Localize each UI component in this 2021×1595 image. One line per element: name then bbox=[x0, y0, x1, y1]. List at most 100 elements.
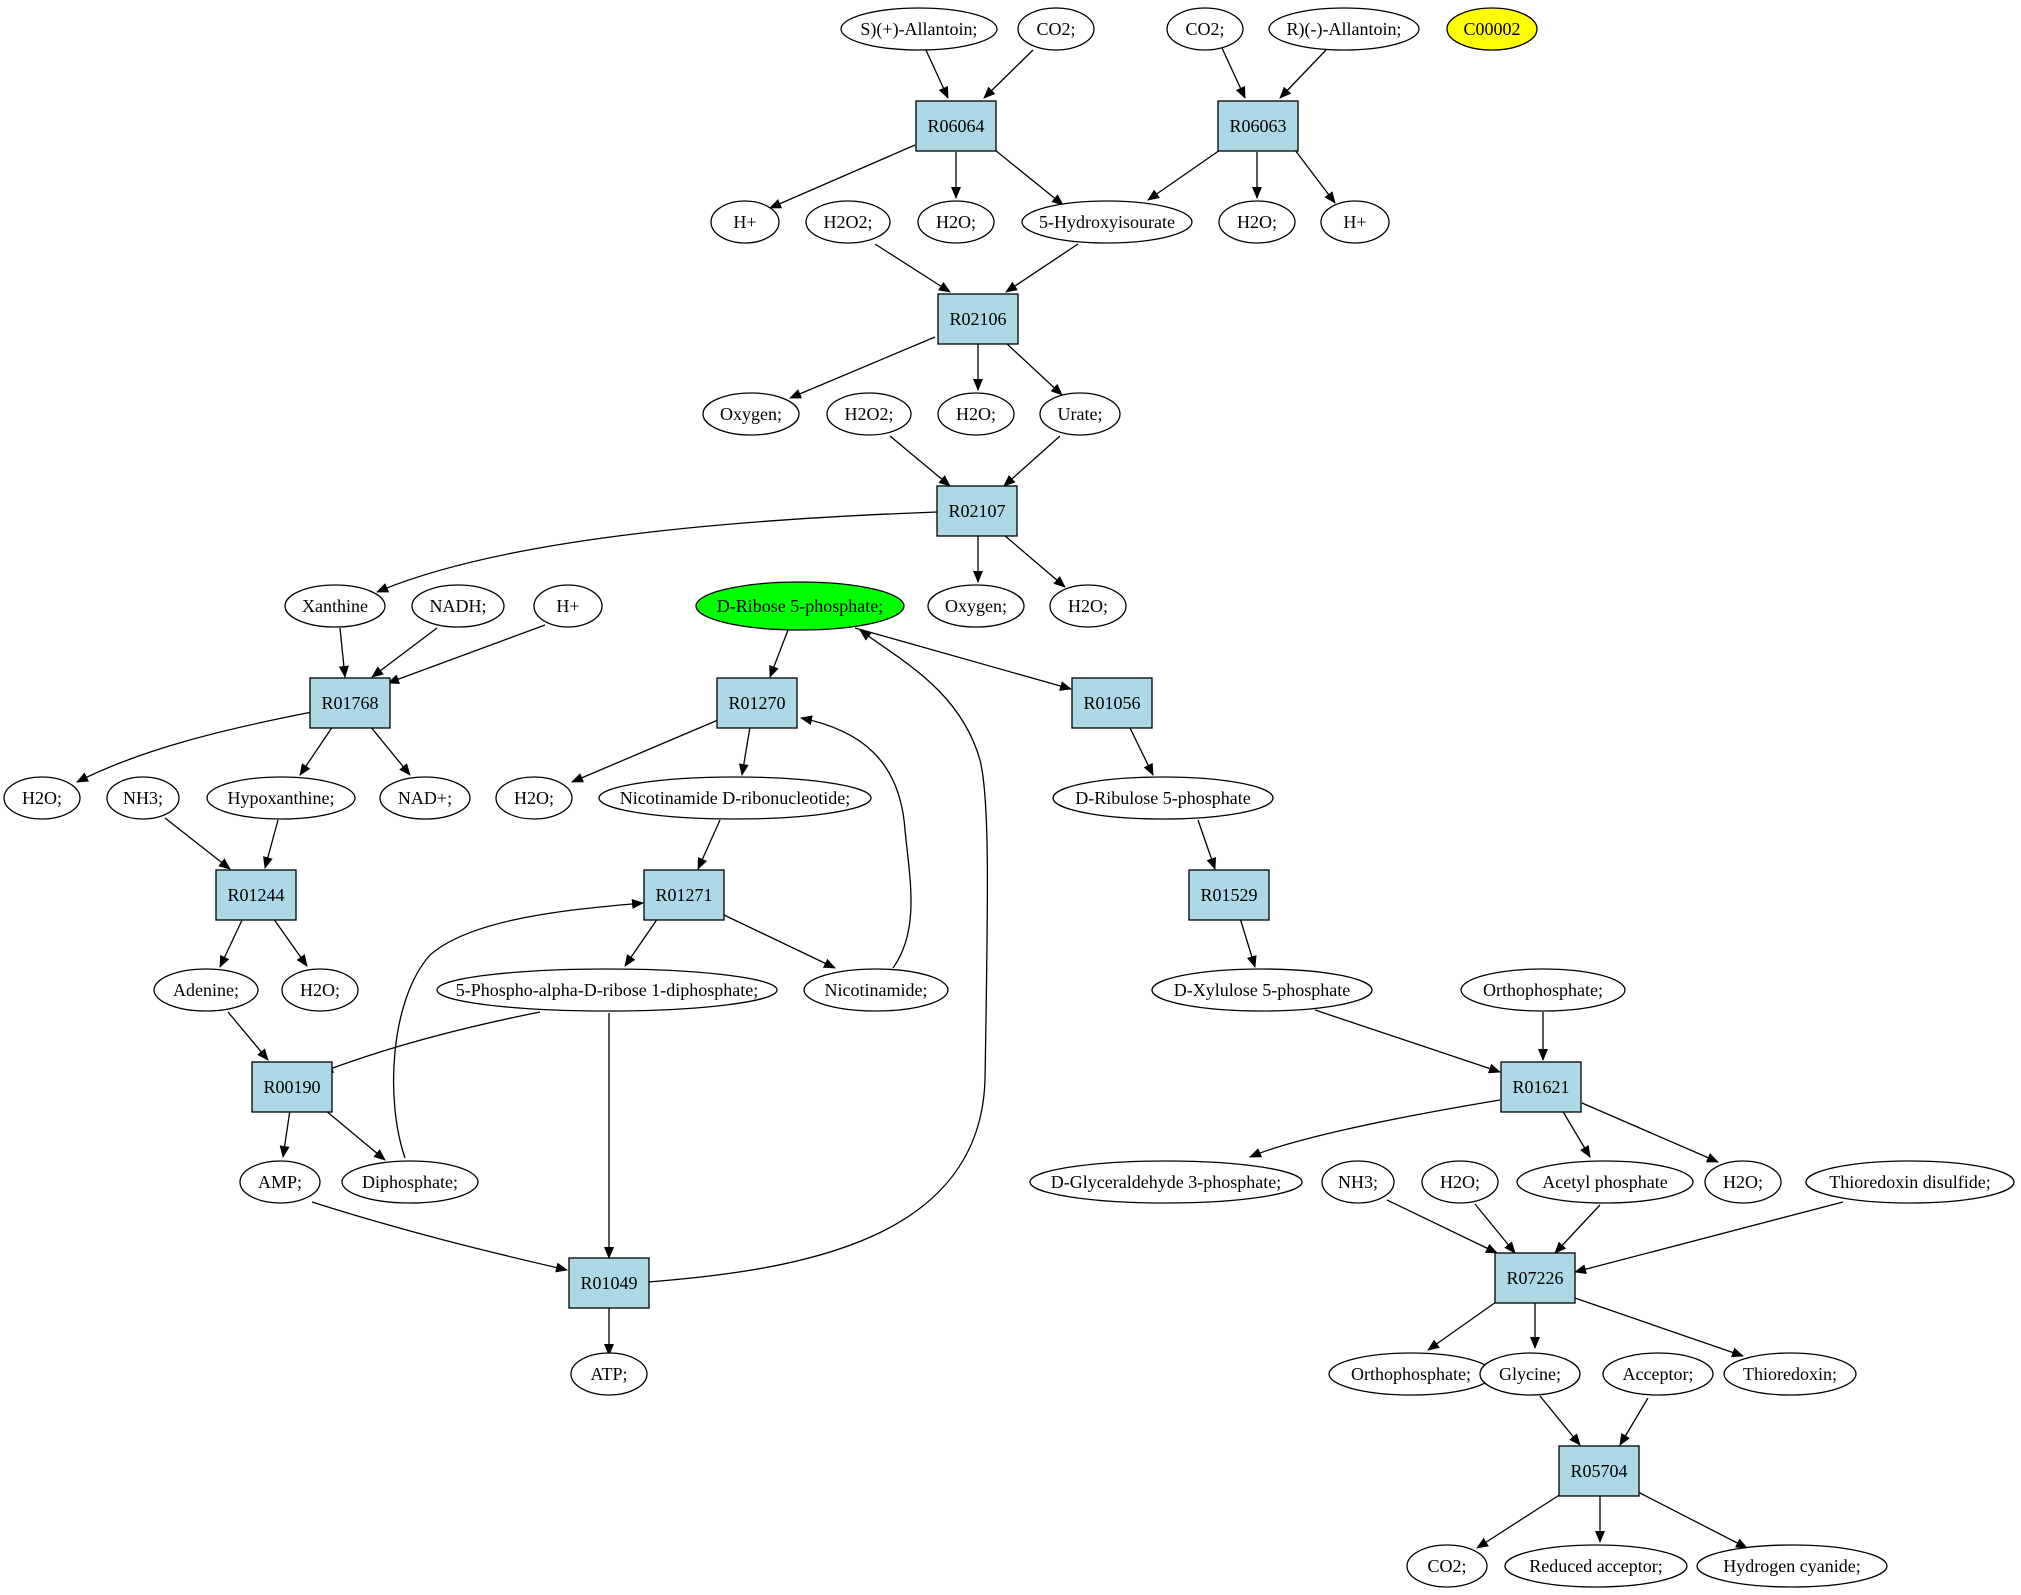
compound-node-thioredoxin-disulfide[interactable]: Thioredoxin disulfide; bbox=[1805, 1160, 2015, 1204]
edge-amp-to-r01049 bbox=[311, 1201, 568, 1273]
compound-label: CO2; bbox=[1185, 19, 1224, 39]
compound-label: H2O; bbox=[1723, 1172, 1763, 1192]
compound-node-h2o-i[interactable]: H2O; bbox=[1704, 1160, 1782, 1204]
edge-ribose5p-to-r01056 bbox=[854, 627, 1072, 691]
reaction-node-r01768[interactable]: R01768 bbox=[309, 677, 391, 729]
compound-node-nmn[interactable]: Nicotinamide D-ribonucleotide; bbox=[598, 776, 872, 820]
compound-node-co2-c[interactable]: CO2; bbox=[1406, 1544, 1488, 1588]
reaction-label: R06063 bbox=[1229, 116, 1286, 136]
edge-hypoxanthine-to-r01244 bbox=[263, 819, 279, 869]
compound-node-prpp[interactable]: 5-Phospho-alpha-D-ribose 1-diphosphate; bbox=[436, 968, 778, 1012]
edge-r01529-to-xylulose5p bbox=[1239, 917, 1257, 968]
edge-ribose5p-to-r01270 bbox=[769, 629, 789, 678]
edge-r06064-to-hplus bbox=[769, 144, 916, 209]
reaction-node-r02107[interactable]: R02107 bbox=[936, 485, 1018, 537]
compound-node-hplus-a[interactable]: H+ bbox=[710, 200, 780, 244]
compound-node-nh3-b[interactable]: NH3; bbox=[1321, 1160, 1395, 1204]
reaction-node-r06064[interactable]: R06064 bbox=[915, 100, 997, 152]
reaction-node-r01621[interactable]: R01621 bbox=[1500, 1061, 1582, 1113]
reaction-node-r05704[interactable]: R05704 bbox=[1558, 1445, 1640, 1497]
compound-label: H2O; bbox=[22, 788, 62, 808]
edge-r01049-to-ribose5p bbox=[647, 629, 989, 1283]
reaction-label: R01244 bbox=[227, 885, 284, 905]
edge-r06064-to-hydroxyisourate bbox=[994, 149, 1064, 206]
compound-label: D-Glyceraldehyde 3-phosphate; bbox=[1051, 1172, 1281, 1192]
edges bbox=[76, 47, 1844, 1549]
compound-node-co2-a[interactable]: CO2; bbox=[1017, 7, 1095, 51]
compound-node-hydrogen-cyanide[interactable]: Hydrogen cyanide; bbox=[1696, 1544, 1888, 1588]
reaction-label: R07226 bbox=[1506, 1268, 1563, 1288]
compound-node-acceptor[interactable]: Acceptor; bbox=[1602, 1352, 1714, 1396]
compound-node-h2o-f[interactable]: H2O; bbox=[495, 776, 573, 820]
edge-r01271-to-nicotinamide bbox=[723, 914, 836, 969]
compound-node-h2o-a[interactable]: H2O; bbox=[917, 200, 995, 244]
reaction-node-r07226[interactable]: R07226 bbox=[1494, 1252, 1576, 1304]
compound-node-adenine[interactable]: Adenine; bbox=[153, 968, 259, 1012]
compound-node-hplus-b[interactable]: H+ bbox=[1320, 200, 1390, 244]
compound-node-oxygen-a[interactable]: Oxygen; bbox=[702, 392, 800, 436]
compound-node-h2o-e[interactable]: H2O; bbox=[3, 776, 81, 820]
compound-node-s-allantoin[interactable]: S)(+)-Allantoin; bbox=[840, 7, 998, 51]
edge-r01621-to-h2o bbox=[1581, 1102, 1719, 1163]
compound-label: H2O; bbox=[1440, 1172, 1480, 1192]
compound-node-h2o-h[interactable]: H2O; bbox=[1421, 1160, 1499, 1204]
compound-node-nadh[interactable]: NADH; bbox=[411, 584, 505, 628]
compound-node-c00002[interactable]: C00002 bbox=[1446, 7, 1538, 51]
compound-node-nh3-a[interactable]: NH3; bbox=[106, 776, 180, 820]
compound-node-orthophosphate-a[interactable]: Orthophosphate; bbox=[1460, 968, 1626, 1012]
edge-ribulose5p-to-r01529 bbox=[1197, 819, 1217, 870]
compound-node-nadplus[interactable]: NAD+; bbox=[379, 776, 471, 820]
compound-label: CO2; bbox=[1427, 1556, 1466, 1576]
reaction-node-r01271[interactable]: R01271 bbox=[643, 869, 725, 921]
compound-label: D-Xylulose 5-phosphate bbox=[1174, 980, 1350, 1000]
edge-r01244-to-adenine bbox=[219, 917, 244, 968]
compound-node-diphosphate[interactable]: Diphosphate; bbox=[341, 1160, 479, 1204]
compound-label: Acetyl phosphate bbox=[1542, 1172, 1667, 1192]
compound-node-urate[interactable]: Urate; bbox=[1039, 392, 1121, 436]
edge-h2o2-to-r02107 bbox=[889, 435, 951, 487]
reaction-node-r01049[interactable]: R01049 bbox=[568, 1257, 650, 1309]
compound-node-h2o2-b[interactable]: H2O2; bbox=[826, 392, 912, 436]
reaction-node-r00190[interactable]: R00190 bbox=[251, 1061, 333, 1113]
compound-node-nicotinamide[interactable]: Nicotinamide; bbox=[803, 968, 949, 1012]
compound-node-h2o-d[interactable]: H2O; bbox=[1049, 584, 1127, 628]
compound-node-oxygen-b[interactable]: Oxygen; bbox=[927, 584, 1025, 628]
compound-node-co2-b[interactable]: CO2; bbox=[1166, 7, 1244, 51]
compound-node-h2o-c[interactable]: H2O; bbox=[937, 392, 1015, 436]
compound-label: NH3; bbox=[123, 788, 163, 808]
compound-node-hplus-c[interactable]: H+ bbox=[533, 584, 603, 628]
compound-node-acetylphosphate[interactable]: Acetyl phosphate bbox=[1516, 1160, 1694, 1204]
compound-node-ribose5p[interactable]: D-Ribose 5-phosphate; bbox=[695, 581, 905, 631]
edge-r01621-to-acetylphosphate bbox=[1561, 1109, 1591, 1158]
compound-node-reduced-acceptor[interactable]: Reduced acceptor; bbox=[1504, 1544, 1688, 1588]
compound-node-r-allantoin[interactable]: R)(-)-Allantoin; bbox=[1268, 7, 1420, 51]
compound-node-amp[interactable]: AMP; bbox=[239, 1160, 321, 1204]
reaction-node-r01270[interactable]: R01270 bbox=[716, 677, 798, 729]
compound-label: H2O; bbox=[514, 788, 554, 808]
compound-node-thioredoxin[interactable]: Thioredoxin; bbox=[1723, 1352, 1857, 1396]
reaction-node-r02106[interactable]: R02106 bbox=[937, 293, 1019, 345]
compound-node-g3p[interactable]: D-Glyceraldehyde 3-phosphate; bbox=[1029, 1160, 1303, 1204]
compound-node-atp[interactable]: ATP; bbox=[570, 1352, 648, 1396]
compound-node-xanthine[interactable]: Xanthine bbox=[284, 584, 386, 628]
compound-node-h2o2-a[interactable]: H2O2; bbox=[805, 200, 891, 244]
reaction-node-r01056[interactable]: R01056 bbox=[1071, 677, 1153, 729]
reaction-node-r01529[interactable]: R01529 bbox=[1188, 869, 1270, 921]
edge-co2-to-r06064 bbox=[983, 49, 1034, 99]
compound-node-orthophosphate-b[interactable]: Orthophosphate; bbox=[1328, 1352, 1494, 1396]
reaction-label: R01270 bbox=[728, 693, 785, 713]
compound-node-glycine[interactable]: Glycine; bbox=[1479, 1352, 1581, 1396]
compound-node-ribulose5p[interactable]: D-Ribulose 5-phosphate bbox=[1052, 776, 1274, 820]
reaction-node-r01244[interactable]: R01244 bbox=[215, 869, 297, 921]
compound-node-h2o-b[interactable]: H2O; bbox=[1218, 200, 1296, 244]
reaction-label: R02107 bbox=[948, 501, 1005, 521]
compound-node-hydroxyisourate[interactable]: 5-Hydroxyisourate bbox=[1021, 200, 1193, 244]
compound-label: S)(+)-Allantoin; bbox=[860, 19, 977, 40]
compound-node-xylulose5p[interactable]: D-Xylulose 5-phosphate bbox=[1151, 968, 1373, 1012]
edge-r01270-to-h2o bbox=[571, 719, 719, 783]
reaction-node-r06063[interactable]: R06063 bbox=[1217, 100, 1299, 152]
compound-node-h2o-g[interactable]: H2O; bbox=[281, 968, 359, 1012]
edge-h2o-to-r07226 bbox=[1474, 1203, 1516, 1254]
compound-node-hypoxanthine[interactable]: Hypoxanthine; bbox=[206, 776, 356, 820]
edge-urate-to-r02107 bbox=[1003, 435, 1061, 487]
